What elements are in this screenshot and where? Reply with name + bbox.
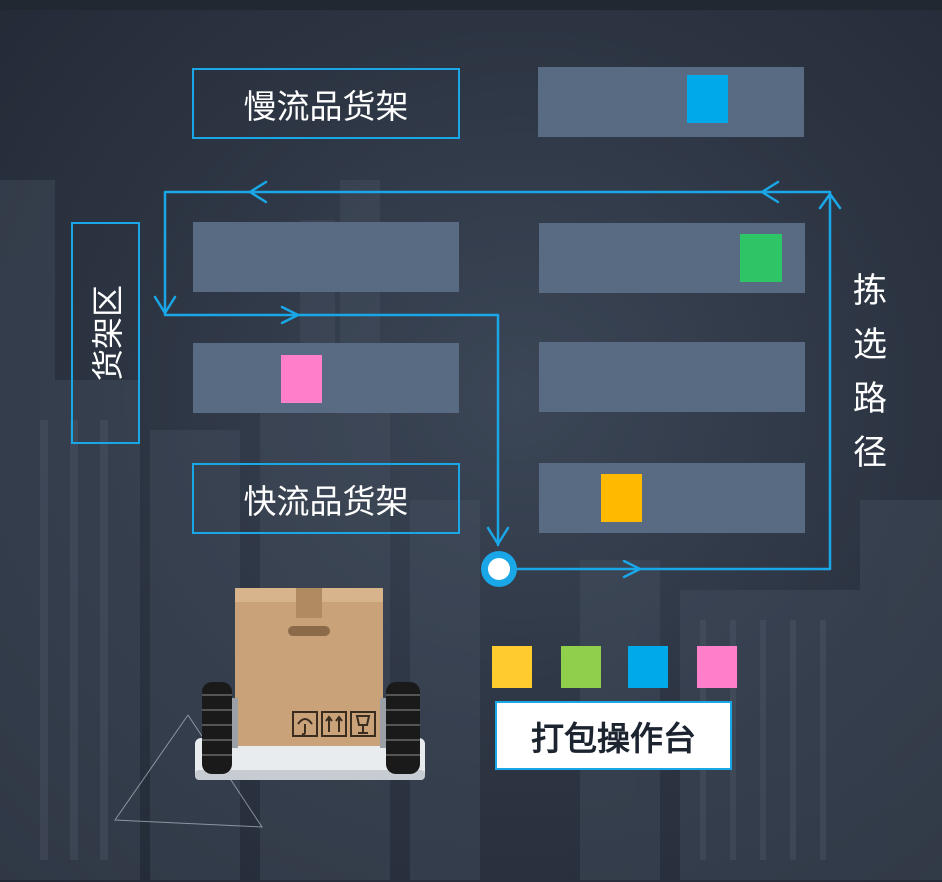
pick-path-char-2: 选	[853, 325, 887, 365]
legend-green-square	[561, 646, 601, 688]
slow-shelf-label: 慢流品货架	[192, 68, 460, 139]
hand-truck-with-box-icon	[114, 588, 425, 828]
item-blue	[687, 75, 728, 123]
start-node-icon	[481, 551, 517, 587]
box-marks	[292, 711, 376, 737]
pick-path-char-1: 拣	[853, 271, 887, 311]
legend-yellow-square	[492, 646, 532, 688]
item-orange	[601, 474, 642, 522]
legend-blue-square	[628, 646, 668, 688]
shelf-right-2	[539, 342, 805, 412]
fast-shelf-label: 快流品货架	[192, 463, 460, 534]
packing-station-label: 打包操作台	[531, 718, 696, 758]
packing-station-button[interactable]: 打包操作台	[495, 701, 732, 770]
fast-shelf-label-text: 快流品货架	[243, 481, 409, 521]
item-green	[740, 234, 782, 282]
pick-path-label: 拣 选 路 径	[848, 264, 892, 480]
shelf-right-3	[539, 463, 805, 533]
shelf-left-2	[193, 343, 459, 413]
shelf-left-1	[193, 222, 459, 292]
pick-path-char-4: 径	[853, 433, 887, 473]
top-bar	[0, 0, 942, 10]
item-pink	[281, 355, 322, 403]
slow-shelf-label-text: 慢流品货架	[243, 86, 409, 126]
pick-path-char-3: 路	[853, 379, 887, 419]
shelf-slow-right	[538, 67, 804, 137]
legend-pink-square	[697, 646, 737, 688]
shelf-area-label: 货架区	[71, 222, 140, 444]
